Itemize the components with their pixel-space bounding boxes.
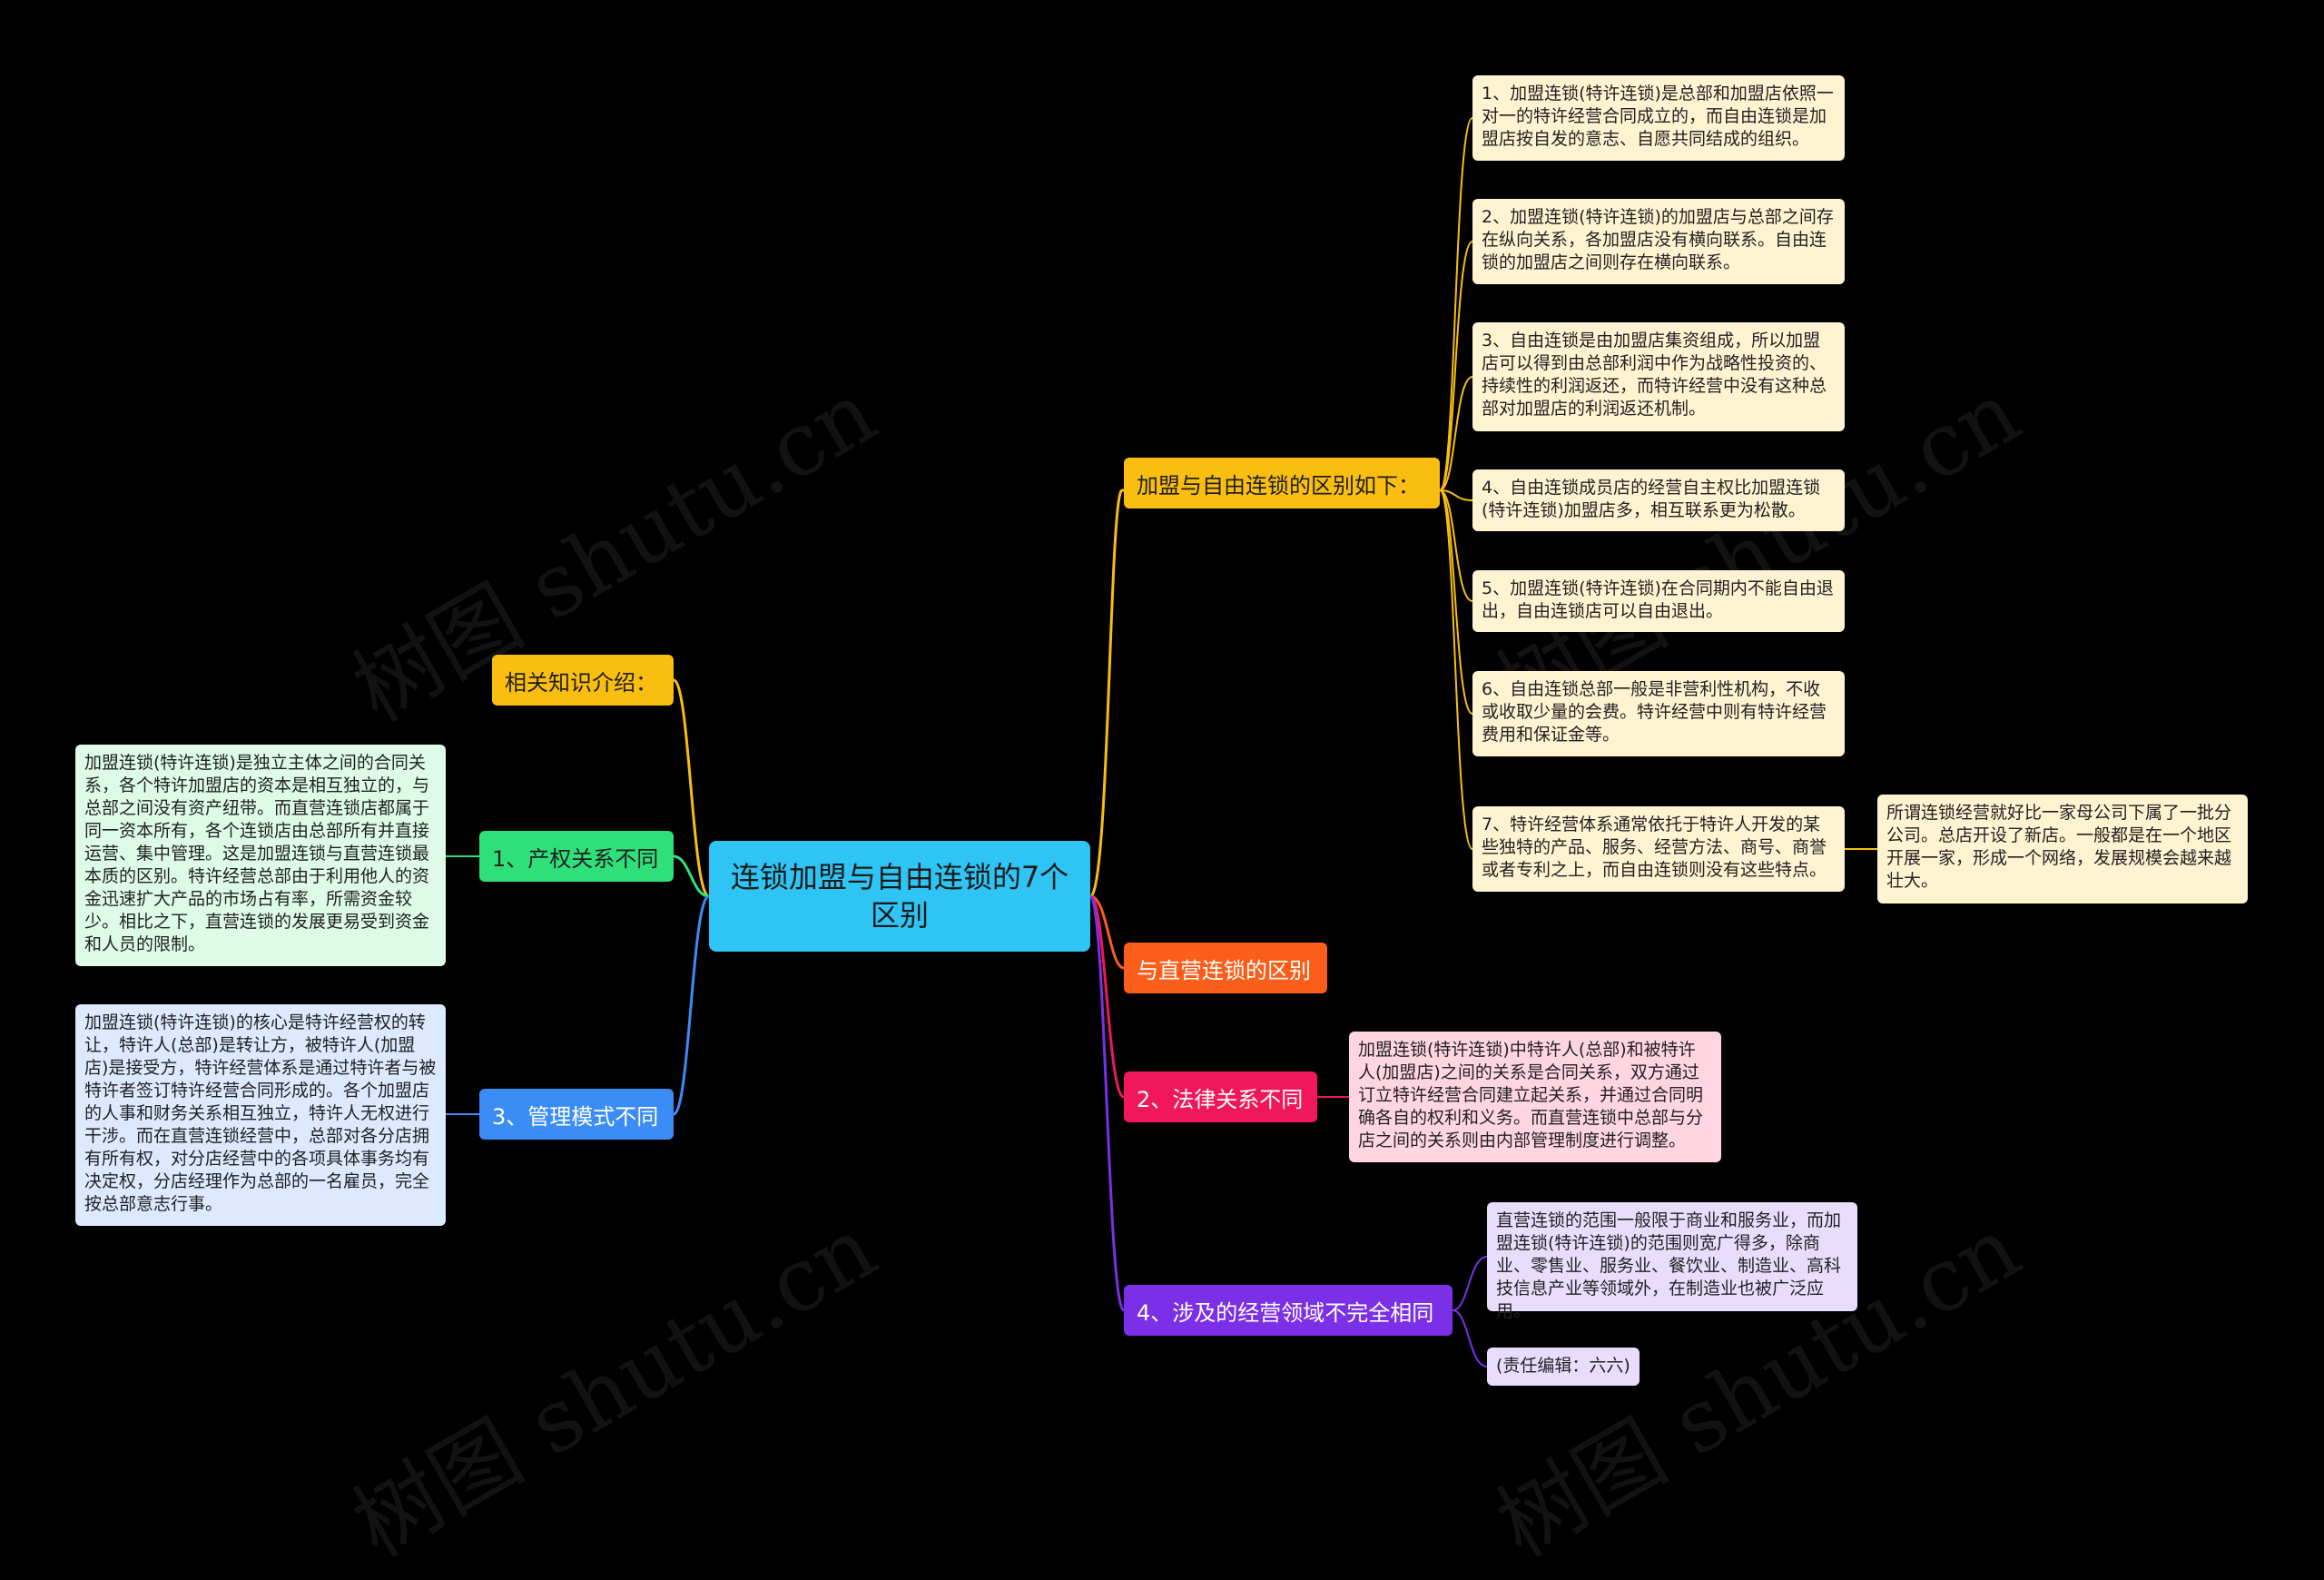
diff-item-1-text: 1、加盟连锁(特许连锁)是总部和加盟店依照一对一的特许经营合同成立的，而自由连锁… bbox=[1482, 84, 1834, 149]
link-diff-2 bbox=[1439, 241, 1473, 491]
link-root-domain bbox=[1088, 894, 1126, 1312]
diff-item-2[interactable]: 2、加盟连锁(特许连锁)的加盟店与总部之间存在纵向关系，各加盟店没有横向联系。自… bbox=[1472, 199, 1845, 284]
link-diff-5 bbox=[1439, 489, 1473, 602]
mindmap-canvas: 树图 shutu.cn 树图 shutu.cn 树图 shutu.cn 树图 s… bbox=[75, 75, 2248, 1576]
branch-direct-label: 与直营连锁的区别 bbox=[1137, 957, 1311, 983]
diff-item-7-note[interactable]: 所谓连锁经营就好比一家母公司下属了一批分公司。总店开设了新店。一般都是在一个地区… bbox=[1877, 795, 2248, 904]
link-root-direct bbox=[1089, 894, 1125, 970]
branch-related[interactable]: 相关知识介绍： bbox=[492, 655, 674, 706]
link-root-manage bbox=[672, 894, 710, 1116]
diff-item-3-text: 3、自由连锁是由加盟店集资组成，所以加盟店可以得到由总部利润中作为战略性投资的、… bbox=[1482, 331, 1827, 419]
link-root-diff bbox=[1088, 489, 1124, 898]
diff-item-3[interactable]: 3、自由连锁是由加盟店集资组成，所以加盟店可以得到由总部利润中作为战略性投资的、… bbox=[1472, 322, 1845, 431]
manage-text-node[interactable]: 加盟连锁(特许连锁)的核心是特许经营权的转让，特许人(总部)是转让方，被特许人(… bbox=[75, 1004, 446, 1226]
branch-diff[interactable]: 加盟与自由连锁的区别如下： bbox=[1124, 458, 1440, 509]
diff-item-2-text: 2、加盟连锁(特许连锁)的加盟店与总部之间存在纵向关系，各加盟店没有横向联系。自… bbox=[1482, 207, 1834, 272]
diff-item-1[interactable]: 1、加盟连锁(特许连锁)是总部和加盟店依照一对一的特许经营合同成立的，而自由连锁… bbox=[1472, 75, 1845, 161]
link-domain-editor bbox=[1452, 1309, 1488, 1368]
branch-property-label: 1、产权关系不同 bbox=[492, 845, 659, 872]
diff-item-5[interactable]: 5、加盟连锁(特许连锁)在合同期内不能自由退出，自由连锁店可以自由退出。 bbox=[1472, 570, 1845, 632]
branch-manage-label: 3、管理模式不同 bbox=[492, 1103, 659, 1130]
diff-item-7-text: 7、特许经营体系通常依托于特许人开发的某些独特的产品、服务、经营方法、商号、商誉… bbox=[1482, 815, 1827, 880]
domain-text-node[interactable]: 直营连锁的范围一般限于商业和服务业，而加盟连锁(特许连锁)的范围则宽广得多，除商… bbox=[1487, 1202, 1857, 1321]
domain-editor-node[interactable]: (责任编辑：六六) bbox=[1487, 1348, 1640, 1386]
branch-diff-label: 加盟与自由连锁的区别如下： bbox=[1137, 472, 1420, 499]
link-root-legal bbox=[1088, 894, 1125, 1099]
manage-text: 加盟连锁(特许连锁)的核心是特许经营权的转让，特许人(总部)是转让方，被特许人(… bbox=[84, 1012, 437, 1214]
diff-item-7-note-text: 所谓连锁经营就好比一家母公司下属了一批分公司。总店开设了新店。一般都是在一个地区… bbox=[1886, 803, 2232, 891]
legal-text: 加盟连锁(特许连锁)中特许人(总部)和被特许人(加盟店)之间的关系是合同关系，双… bbox=[1358, 1040, 1704, 1150]
domain-text: 直营连锁的范围一般限于商业和服务业，而加盟连锁(特许连锁)的范围则宽广得多，除商… bbox=[1496, 1210, 1842, 1321]
root-topic[interactable]: 连锁加盟与自由连锁的7个区别 bbox=[709, 841, 1090, 952]
link-diff-4 bbox=[1439, 489, 1473, 501]
legal-text-node[interactable]: 加盟连锁(特许连锁)中特许人(总部)和被特许人(加盟店)之间的关系是合同关系，双… bbox=[1349, 1032, 1721, 1162]
link-diff-7 bbox=[1439, 489, 1473, 850]
link-domain-text bbox=[1452, 1256, 1488, 1311]
branch-related-label: 相关知识介绍： bbox=[505, 669, 657, 696]
link-diff-3 bbox=[1439, 376, 1473, 491]
branch-domain[interactable]: 4、涉及的经营领域不完全相同 bbox=[1124, 1285, 1452, 1336]
connector-lines bbox=[446, 117, 1877, 1368]
branch-domain-label: 4、涉及的经营领域不完全相同 bbox=[1137, 1299, 1434, 1326]
branch-property[interactable]: 1、产权关系不同 bbox=[479, 831, 674, 882]
diff-item-7[interactable]: 7、特许经营体系通常依托于特许人开发的某些独特的产品、服务、经营方法、商号、商誉… bbox=[1472, 806, 1845, 892]
branch-legal-label: 2、法律关系不同 bbox=[1137, 1086, 1304, 1112]
link-root-property bbox=[673, 854, 710, 898]
link-diff-1 bbox=[1439, 117, 1473, 491]
branch-direct[interactable]: 与直营连锁的区别 bbox=[1124, 943, 1327, 993]
diff-item-4[interactable]: 4、自由连锁成员店的经营自主权比加盟连锁(特许连锁)加盟店多，相互联系更为松散。 bbox=[1472, 469, 1845, 531]
branch-legal[interactable]: 2、法律关系不同 bbox=[1124, 1071, 1317, 1122]
domain-editor-text: (责任编辑：六六) bbox=[1496, 1356, 1630, 1376]
property-text-node[interactable]: 加盟连锁(特许连锁)是独立主体之间的合同关系，各个特许加盟店的资本是相互独立的，… bbox=[75, 745, 446, 966]
root-title: 连锁加盟与自由连锁的7个区别 bbox=[730, 860, 1069, 933]
diff-item-6[interactable]: 6、自由连锁总部一般是非营利性机构，不收或收取少量的会费。特许经营中则有特许经营… bbox=[1472, 671, 1845, 756]
diff-item-4-text: 4、自由连锁成员店的经营自主权比加盟连锁(特许连锁)加盟店多，相互联系更为松散。 bbox=[1482, 478, 1821, 520]
branch-manage[interactable]: 3、管理模式不同 bbox=[479, 1089, 674, 1140]
diff-item-6-text: 6、自由连锁总部一般是非营利性机构，不收或收取少量的会费。特许经营中则有特许经营… bbox=[1482, 679, 1827, 745]
link-root-related bbox=[672, 678, 710, 898]
diff-item-5-text: 5、加盟连锁(特许连锁)在合同期内不能自由退出，自由连锁店可以自由退出。 bbox=[1482, 578, 1834, 621]
link-diff-6 bbox=[1439, 489, 1473, 715]
property-text: 加盟连锁(特许连锁)是独立主体之间的合同关系，各个特许加盟店的资本是相互独立的，… bbox=[84, 753, 430, 954]
